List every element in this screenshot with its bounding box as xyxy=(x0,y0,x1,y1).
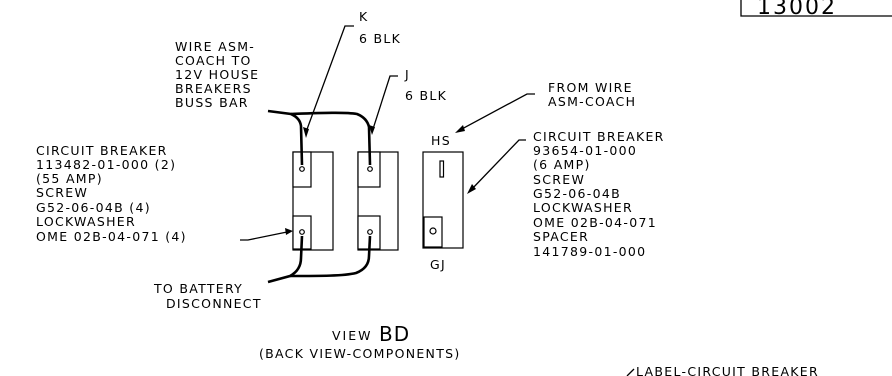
svg-text:LOCKWASHER: LOCKWASHER xyxy=(36,214,136,229)
mounting-hole-icon xyxy=(429,227,437,235)
view-word: VIEW xyxy=(332,328,373,343)
svg-text:COACH TO: COACH TO xyxy=(175,53,252,68)
terminal-screw-icon xyxy=(299,166,305,172)
svg-text:TO BATTERY: TO BATTERY xyxy=(153,281,243,296)
svg-text:CIRCUIT BREAKER: CIRCUIT BREAKER xyxy=(533,129,665,144)
svg-text:SCREW: SCREW xyxy=(36,185,88,200)
view-subtitle: (BACK VIEW-COMPONENTS) xyxy=(259,346,461,361)
corner-label: LABEL-CIRCUIT BREAKER xyxy=(626,364,819,376)
svg-text:OME 02B-04-071: OME 02B-04-071 xyxy=(533,215,657,230)
svg-text:(6 AMP): (6 AMP) xyxy=(533,157,591,172)
svg-text:FROM WIRE: FROM WIRE xyxy=(548,80,633,95)
drawing-number: 13002 xyxy=(757,0,837,20)
callout-battery-disconnect: TO BATTERY DISCONNECT xyxy=(153,281,262,311)
svg-text:SCREW: SCREW xyxy=(533,172,585,187)
callout-j-line2: 6 BLK xyxy=(405,88,447,103)
circuit-breaker-6amp xyxy=(422,151,464,249)
svg-text:LOCKWASHER: LOCKWASHER xyxy=(533,200,633,215)
svg-text:(55 AMP): (55 AMP) xyxy=(36,171,103,186)
terminal-screw-icon xyxy=(299,229,305,235)
svg-text:G52-06-04B: G52-06-04B xyxy=(533,186,621,201)
view-title: VIEW BD (BACK VIEW-COMPONENTS) xyxy=(259,322,461,361)
callout-circuit-breaker-right: CIRCUIT BREAKER 93654-01-000 (6 AMP) SCR… xyxy=(533,129,665,259)
svg-text:SPACER: SPACER xyxy=(533,229,589,244)
svg-text:CIRCUIT BREAKER: CIRCUIT BREAKER xyxy=(36,143,168,158)
callout-circuit-breaker-left: CIRCUIT BREAKER 113482-01-000 (2) (55 AM… xyxy=(36,143,187,244)
label-hs: HS xyxy=(431,133,451,148)
circuit-breaker-55amp-second xyxy=(357,151,399,251)
callout-j-line1: J xyxy=(404,67,410,82)
svg-text:G52-06-04B (4): G52-06-04B (4) xyxy=(36,200,151,215)
svg-text:BREAKERS: BREAKERS xyxy=(175,81,252,96)
callout-from-wire: FROM WIRE ASM-COACH xyxy=(548,80,636,109)
callout-wire-asm: WIRE ASM- COACH TO 12V HOUSE BREAKERS BU… xyxy=(175,39,259,110)
svg-text:141789-01-000: 141789-01-000 xyxy=(533,244,646,259)
corner-label-text: LABEL-CIRCUIT BREAKER xyxy=(636,364,819,376)
breaker-switch xyxy=(439,160,445,178)
leader-lines xyxy=(240,25,535,241)
svg-text:ASM-COACH: ASM-COACH xyxy=(548,94,636,109)
svg-text:DISCONNECT: DISCONNECT xyxy=(166,296,262,311)
corner-title-block: 13002 xyxy=(740,0,892,20)
svg-text:12V HOUSE: 12V HOUSE xyxy=(175,67,259,82)
circuit-breaker-55amp xyxy=(292,151,334,251)
svg-text:WIRE ASM-: WIRE ASM- xyxy=(175,39,255,54)
svg-text:BUSS BAR: BUSS BAR xyxy=(175,95,249,110)
svg-text:93654-01-000: 93654-01-000 xyxy=(533,143,637,158)
callout-k-line2: 6 BLK xyxy=(359,31,401,46)
terminal-screw-icon xyxy=(367,229,373,235)
view-letter: BD xyxy=(379,322,410,346)
callout-k-line1: K xyxy=(359,9,369,24)
wires xyxy=(267,109,372,284)
svg-text:113482-01-000 (2): 113482-01-000 (2) xyxy=(36,157,176,172)
terminal-screw-icon xyxy=(367,166,373,172)
label-gj: GJ xyxy=(430,257,446,272)
svg-text:OME 02B-04-071 (4): OME 02B-04-071 (4) xyxy=(36,229,187,244)
